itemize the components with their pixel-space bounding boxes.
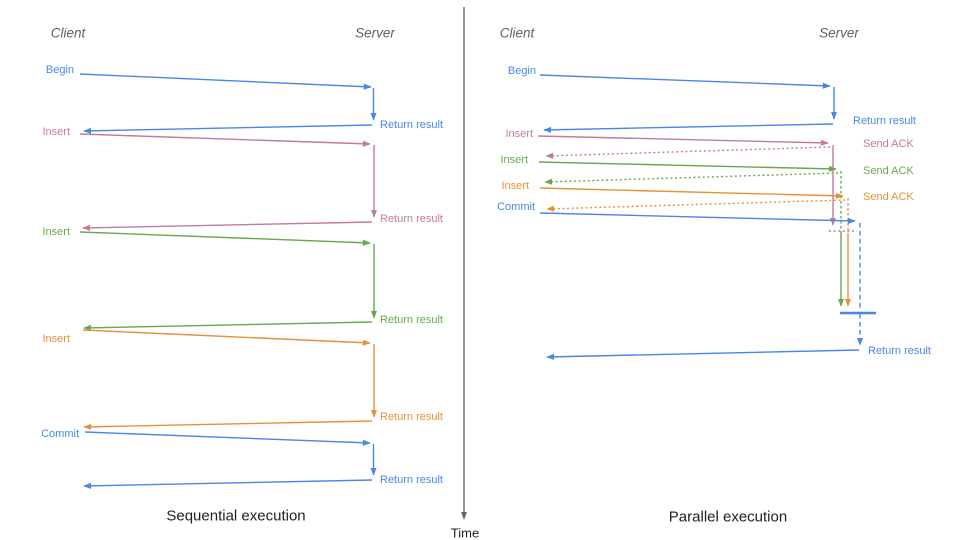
message-label: Begin [508, 65, 536, 77]
par-begin-return-arrow [543, 123, 834, 133]
message-label: Begin [46, 64, 74, 76]
lifeline-header: Server [819, 26, 859, 41]
message-label: Send ACK [863, 165, 914, 177]
seq-commit-return-arrow [83, 479, 373, 489]
message-label: Send ACK [863, 138, 914, 150]
par-commit-request-arrow [539, 212, 856, 224]
message-label: Insert [500, 154, 528, 166]
par-begin-request-arrow [539, 74, 831, 89]
message-label: Insert [42, 333, 70, 345]
seq-insert3-request-arrow [82, 329, 371, 346]
par-insert2-request-arrow [538, 161, 837, 172]
message-label: Insert [42, 126, 70, 138]
seq-begin-request-arrow [79, 73, 372, 90]
seq-begin-return-arrow [83, 124, 373, 134]
par-insert2-ack-arrow [544, 172, 839, 185]
message-label: Return result [380, 213, 443, 225]
par-insert3-ack-arrow [546, 199, 846, 212]
lifeline-header: Client [500, 26, 536, 41]
message-label: Return result [853, 115, 916, 127]
message-label: Return result [380, 119, 443, 131]
panel-title: Parallel execution [669, 509, 787, 526]
par-insert3-request-arrow [539, 187, 844, 199]
lifeline-header: Server [355, 26, 395, 41]
seq-insert2-request-arrow [79, 231, 371, 246]
message-label: Commit [497, 201, 535, 213]
panel-title: Sequential execution [166, 508, 305, 525]
par-insert1-request-arrow [537, 135, 829, 146]
message-label: Return result [380, 474, 443, 486]
par-insert1-ack-arrow [545, 146, 831, 159]
message-label: Send ACK [863, 191, 914, 203]
time-axis-label: Time [451, 526, 479, 540]
message-label: Insert [42, 226, 70, 238]
message-label: Insert [501, 180, 529, 192]
lifeline-header: Client [51, 26, 87, 41]
message-label: Return result [868, 345, 931, 357]
seq-commit-request-arrow [84, 431, 371, 446]
message-label: Insert [505, 128, 533, 140]
message-label: Return result [380, 411, 443, 423]
par-final-return-arrow [546, 349, 860, 360]
seq-insert1-request-arrow [79, 133, 371, 147]
seq-insert1-return-arrow [82, 221, 373, 231]
seq-insert3-return-arrow [83, 420, 373, 430]
message-label: Return result [380, 314, 443, 326]
message-label: Commit [41, 428, 79, 440]
seq-insert2-return-arrow [83, 321, 373, 331]
